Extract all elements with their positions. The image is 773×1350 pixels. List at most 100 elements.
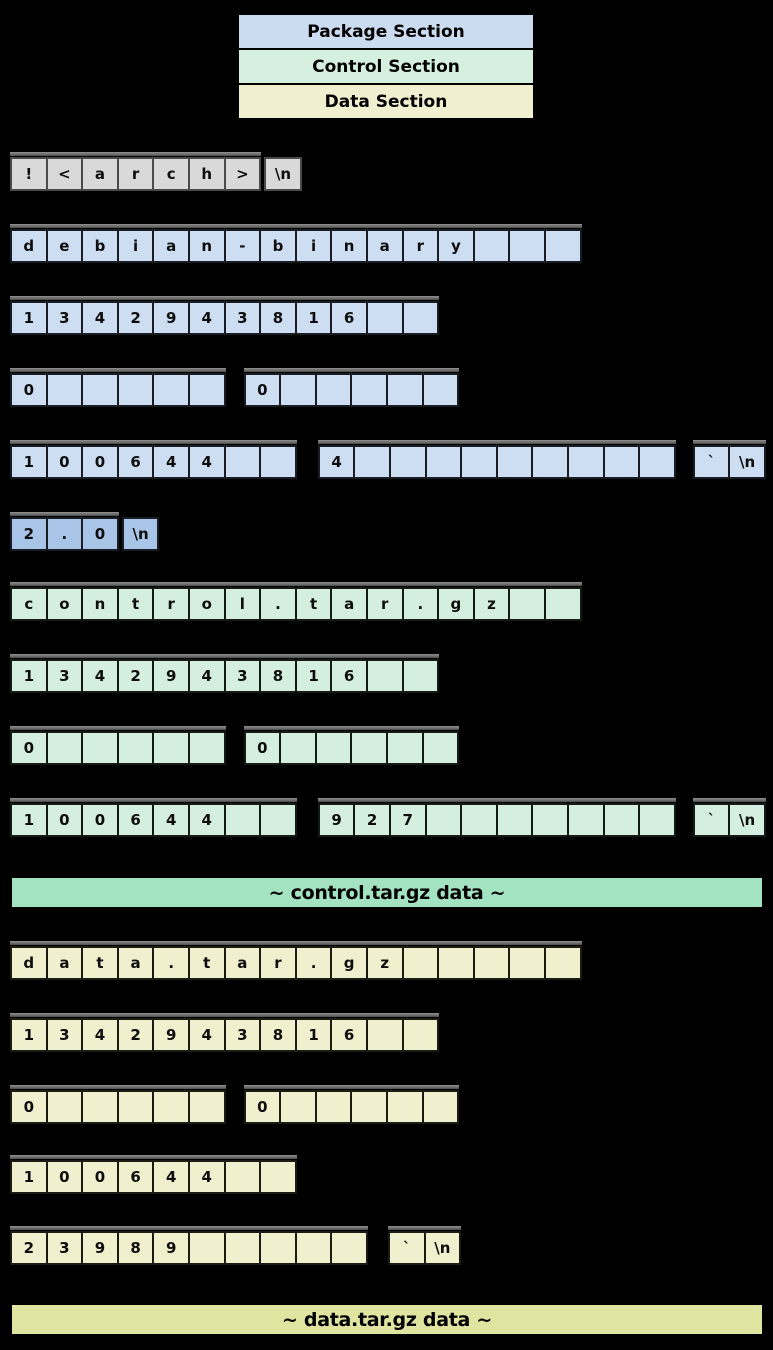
byte-cell: 1: [12, 303, 46, 333]
group-id-field: 0: [243, 1085, 460, 1124]
owner-id-field: 0: [10, 726, 226, 765]
byte-cell: [118, 375, 153, 405]
byte-cell: 3: [225, 661, 260, 691]
field-cells: `\n: [692, 445, 766, 479]
data-bar-label: ~ data.tar.gz data ~: [10, 1303, 764, 1336]
byte-cell: 0: [83, 805, 117, 835]
byte-cell: [474, 948, 509, 978]
byte-cell: t: [296, 589, 331, 619]
byte-cell: 8: [261, 661, 295, 691]
byte-cell: 4: [83, 661, 117, 691]
byte-cell: `: [694, 805, 729, 835]
debian-binary-content-row: 2.0\n: [10, 512, 160, 551]
byte-cell: [426, 805, 461, 835]
byte-cell: \n: [730, 447, 764, 477]
byte-cell: [462, 805, 496, 835]
byte-cell: n: [189, 231, 224, 261]
field-overline: [243, 726, 460, 730]
byte-cell: 4: [154, 1162, 188, 1192]
control-data-bar: ~ control.tar.gz data ~: [10, 876, 764, 909]
byte-cell: 0: [83, 447, 117, 477]
legend-data-section: Data Section: [239, 83, 533, 118]
byte-cell: 3: [225, 1020, 260, 1050]
byte-cell: 1: [12, 1162, 46, 1192]
field-cells: \n: [121, 517, 160, 551]
byte-cell: b: [261, 231, 295, 261]
field-overline: [317, 798, 676, 802]
byte-cell: [474, 231, 509, 261]
byte-cell: [261, 447, 295, 477]
byte-cell: [281, 375, 315, 405]
version-field: 2.0: [10, 512, 119, 551]
byte-cell: 4: [83, 303, 117, 333]
byte-cell: [367, 303, 402, 333]
header-magic-field: `\n: [692, 440, 766, 479]
byte-cell: a: [332, 589, 366, 619]
field-overline: [10, 1013, 440, 1017]
field-overline: [10, 798, 297, 802]
byte-cell: [352, 375, 386, 405]
ar-magic-newline: \n: [264, 152, 302, 191]
byte-cell: [261, 805, 295, 835]
byte-cell: d: [12, 231, 46, 261]
byte-cell: o: [47, 589, 82, 619]
byte-cell: a: [118, 948, 153, 978]
byte-cell: a: [83, 159, 117, 189]
byte-cell: 1: [12, 805, 46, 835]
byte-cell: 6: [118, 805, 153, 835]
byte-cell: 6: [118, 447, 153, 477]
byte-cell: 0: [47, 1162, 82, 1192]
byte-cell: \n: [266, 159, 300, 189]
byte-cell: [403, 303, 438, 333]
byte-cell: y: [439, 231, 473, 261]
byte-cell: [83, 733, 117, 763]
byte-cell: 2: [118, 661, 153, 691]
field-overline: [692, 798, 766, 802]
byte-cell: o: [189, 589, 224, 619]
byte-cell: d: [12, 948, 46, 978]
byte-cell: 2: [118, 303, 153, 333]
byte-cell: g: [439, 589, 473, 619]
byte-cell: i: [296, 231, 331, 261]
byte-cell: 9: [154, 1020, 188, 1050]
byte-cell: 4: [189, 1162, 224, 1192]
byte-cell: .: [47, 519, 82, 549]
byte-cell: [403, 661, 438, 691]
byte-cell: [533, 447, 567, 477]
byte-cell: [281, 733, 315, 763]
data-bar: ~ data.tar.gz data ~: [10, 1303, 764, 1336]
byte-cell: [510, 231, 544, 261]
byte-cell: [189, 375, 224, 405]
byte-cell: a: [154, 231, 188, 261]
field-cells: 0: [243, 1090, 460, 1124]
byte-cell: [640, 447, 674, 477]
byte-cell: [154, 1092, 188, 1122]
byte-cell: r: [154, 589, 188, 619]
field-cells: \n: [264, 157, 302, 191]
group-id-field: 0: [243, 726, 460, 765]
byte-cell: [352, 733, 386, 763]
byte-cell: [332, 1233, 366, 1263]
byte-cell: `: [389, 1233, 424, 1263]
byte-cell: [426, 447, 461, 477]
byte-cell: [510, 589, 544, 619]
field-cells: 2.0: [10, 517, 119, 551]
field-overline: [10, 582, 582, 586]
byte-cell: 3: [47, 1020, 82, 1050]
byte-cell: [545, 589, 580, 619]
byte-cell: 1: [12, 1020, 46, 1050]
byte-cell: [367, 1020, 402, 1050]
byte-cell: [225, 1233, 260, 1263]
byte-cell: 0: [245, 733, 280, 763]
